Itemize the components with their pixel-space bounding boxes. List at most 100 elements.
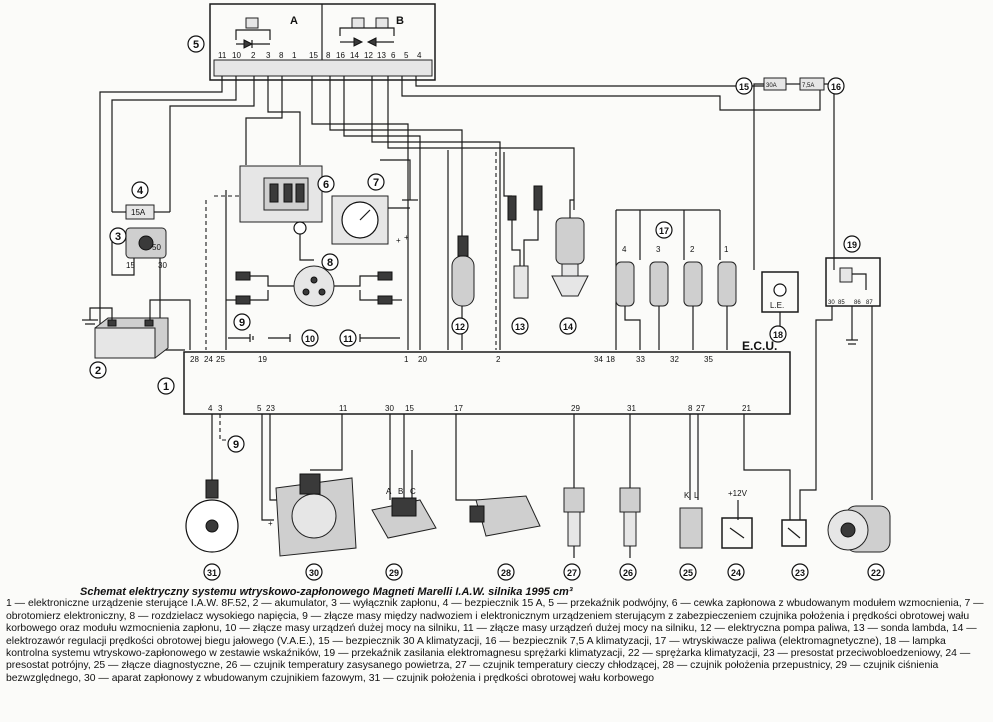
crankshaft-sensor xyxy=(185,479,239,553)
svg-text:14: 14 xyxy=(563,322,573,332)
lambda-probe xyxy=(495,152,543,350)
injector-3: 3 xyxy=(649,245,669,307)
injector-4: 4 xyxy=(615,245,635,307)
ecu-pin-b5: 5 xyxy=(257,404,262,413)
svg-text:4: 4 xyxy=(137,185,144,197)
air-temp-sensor xyxy=(619,487,641,558)
ecu-pin-2: 2 xyxy=(496,355,501,364)
ecu-pin-19: 19 xyxy=(258,355,267,364)
ac-compressor xyxy=(827,505,891,553)
ac-relay: 30 85 86 87 xyxy=(799,257,881,520)
ecu-pin-b17: 17 xyxy=(454,404,463,413)
svg-text:19: 19 xyxy=(847,240,857,250)
ecu-pin-b3: 3 xyxy=(218,404,223,413)
ac-relay-pin-87: 87 xyxy=(866,300,873,306)
callout-6: 6 xyxy=(317,175,335,193)
svg-text:17: 17 xyxy=(659,226,669,236)
diag-pin-k: K xyxy=(684,491,690,500)
svg-text:8: 8 xyxy=(327,257,333,269)
svg-text:25: 25 xyxy=(683,568,693,578)
relay-pin-a-3: 3 xyxy=(266,51,271,60)
callout-2: 2 xyxy=(89,361,107,379)
ecu-pin-b8: 8 xyxy=(688,404,693,413)
callout-28: 28 xyxy=(497,563,515,581)
tachometer-plus: + xyxy=(396,236,401,245)
svg-text:13: 13 xyxy=(515,322,525,332)
callout-23: 23 xyxy=(791,563,809,581)
callout-19: 19 xyxy=(843,235,861,253)
relay-a-pins: 11 10 2 3 8 1 xyxy=(218,51,297,60)
svg-text:18: 18 xyxy=(773,330,783,340)
callout-18: 18 xyxy=(769,325,787,343)
svg-text:3: 3 xyxy=(115,231,121,243)
svg-text:12: 12 xyxy=(455,322,465,332)
callout-4: 4 xyxy=(131,181,149,199)
svg-text:1: 1 xyxy=(163,381,169,393)
callout-31: 31 xyxy=(203,563,221,581)
relay-pin-b-16: 16 xyxy=(336,51,345,60)
injector-1: 1 xyxy=(717,245,737,307)
callout-12: 12 xyxy=(451,317,469,335)
ecu-pin-b27: 27 xyxy=(696,404,705,413)
callout-29: 29 xyxy=(385,563,403,581)
svg-text:27: 27 xyxy=(567,568,577,578)
throttle-sensor xyxy=(469,495,541,537)
ecu-pin-25: 25 xyxy=(216,355,225,364)
fuses-15-16: 30A 7,5A xyxy=(753,77,835,270)
lower-harness xyxy=(211,414,791,521)
svg-text:9: 9 xyxy=(239,317,245,329)
callout-16: 16 xyxy=(827,77,845,95)
callout-10: 10 xyxy=(301,329,319,347)
map-sensor-pin-c: C xyxy=(410,487,416,496)
svg-text:26: 26 xyxy=(623,568,633,578)
callout-1: 1 xyxy=(157,377,175,395)
callout-17: 17 xyxy=(655,221,673,239)
fuse-4-rating: 15A xyxy=(131,208,146,217)
callout-14: 14 xyxy=(559,317,577,335)
relay-pin-b-4: 4 xyxy=(417,51,422,60)
warning-lamp-label: L.E. xyxy=(770,301,784,310)
ecu-pin-18: 18 xyxy=(606,355,615,364)
callout-5: 5 xyxy=(187,35,205,53)
switch-pin-15: 15 xyxy=(126,261,135,270)
ac-relay-pin-85: 85 xyxy=(838,300,845,306)
injector-2-label: 2 xyxy=(690,245,695,254)
relay-pin-a-10: 10 xyxy=(232,51,241,60)
svg-text:28: 28 xyxy=(501,568,511,578)
ecu-pin-34: 34 xyxy=(594,355,603,364)
callout-24: 24 xyxy=(727,563,745,581)
warning-lamp: L.E. xyxy=(761,271,799,330)
svg-text:23: 23 xyxy=(795,568,805,578)
injector-1-label: 1 xyxy=(724,245,729,254)
ecu-pin-b31: 31 xyxy=(627,404,636,413)
svg-text:16: 16 xyxy=(831,82,841,92)
callout-27: 27 xyxy=(563,563,581,581)
relay-pin-a-11: 11 xyxy=(218,51,227,60)
map-sensor-pin-b: B xyxy=(398,487,403,496)
ecu-pin-b23: 23 xyxy=(266,404,275,413)
relay-pin-b-5: 5 xyxy=(404,51,409,60)
diagnostic-connector: K L xyxy=(679,491,703,549)
ecu: E.C.U. 28 24 25 19 1 20 2 34 18 33 32 35… xyxy=(183,339,791,415)
callout-15: 15 xyxy=(735,77,753,95)
ecu-pin-b21: 21 xyxy=(742,404,751,413)
svg-text:10: 10 xyxy=(305,334,315,344)
svg-text:2: 2 xyxy=(95,365,101,377)
svg-text:6: 6 xyxy=(323,179,329,191)
callout-8: 8 xyxy=(321,253,339,271)
relay-pin-b-6: 6 xyxy=(391,51,396,60)
callout-25: 25 xyxy=(679,563,697,581)
ecu-pin-b15: 15 xyxy=(405,404,414,413)
ecu-pin-35: 35 xyxy=(704,355,713,364)
relay-pin-a-1: 1 xyxy=(292,51,297,60)
caption-title: Schemat elektryczny systemu wtryskowo-za… xyxy=(80,586,573,598)
relay-pin-a-8: 8 xyxy=(279,51,284,60)
relay-harness xyxy=(99,76,821,351)
svg-text:24: 24 xyxy=(731,568,741,578)
svg-text:22: 22 xyxy=(871,568,881,578)
svg-text:7: 7 xyxy=(373,177,379,189)
fuse-16-rating: 7,5A xyxy=(802,83,814,89)
battery xyxy=(82,299,191,359)
diag-pin-l: L xyxy=(694,491,699,500)
ecu-pin-b30: 30 xyxy=(385,404,394,413)
